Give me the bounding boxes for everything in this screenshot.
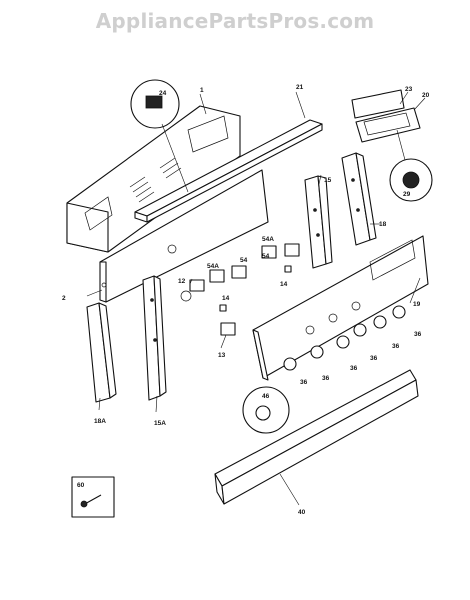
kick-panel-part-40[interactable] [214,369,419,505]
end-bracket-part-18[interactable] [341,152,377,246]
label-19: 19 [413,301,421,308]
label-15: 15 [324,177,332,184]
label-36d: 36 [370,355,378,362]
label-29: 29 [403,191,411,198]
label-54a-left: 54A [207,263,219,270]
infinite-switch-part-54a-left[interactable] [261,245,277,259]
label-54a: 54 [240,257,248,264]
label-12: 12 [178,278,186,285]
label-14b: 14 [280,281,288,288]
callout-switch-part-24[interactable] [130,79,189,193]
infinite-switch-part-54-left[interactable] [209,269,225,283]
label-54b: 54 [262,253,270,260]
label-54a-right: 54A [262,236,274,243]
terminal-part-14[interactable] [219,265,292,312]
label-18: 18 [379,221,387,228]
label-13: 13 [218,352,226,359]
label-60: 60 [77,482,85,489]
label-20: 20 [422,92,430,99]
control-knobs-part-36[interactable] [283,301,406,371]
label-21: 21 [296,84,304,91]
label-18a: 18A [94,418,106,425]
label-1: 1 [200,87,204,94]
label-36e: 36 [392,343,400,350]
switch-part-13[interactable] [220,322,236,336]
switch-part-12[interactable] [180,279,205,302]
clock-bracket-part-23[interactable] [351,89,421,143]
label-15a: 15A [154,420,166,427]
label-46: 46 [262,393,270,400]
label-36b: 36 [322,375,330,382]
leader-lines [86,91,426,506]
callout-knob-part-29[interactable] [389,129,433,202]
label-36f: 36 [414,331,422,338]
infinite-switch-part-54-right[interactable] [231,265,247,279]
end-trim-part-18a[interactable] [86,302,117,403]
control-panel-part-19[interactable] [252,235,429,381]
callout-screw-part-60[interactable] [71,476,115,518]
side-bracket-part-15a[interactable] [142,275,167,401]
top-rail-part-21[interactable] [134,119,323,223]
label-40: 40 [298,509,306,516]
label-14a: 14 [222,295,230,302]
rear-panel-part-1[interactable] [66,105,241,253]
label-24: 24 [159,90,167,97]
label-36a: 36 [300,379,308,386]
callout-knob-part-46[interactable] [242,386,290,434]
label-2: 2 [62,295,66,302]
side-bracket-part-15[interactable] [304,175,333,269]
watermark: AppliancePartsPros.com [95,9,375,33]
infinite-switch-part-54a-right[interactable] [284,243,300,257]
label-23: 23 [405,86,413,93]
lower-shield-part-2[interactable] [99,169,269,303]
label-36c: 36 [350,365,358,372]
